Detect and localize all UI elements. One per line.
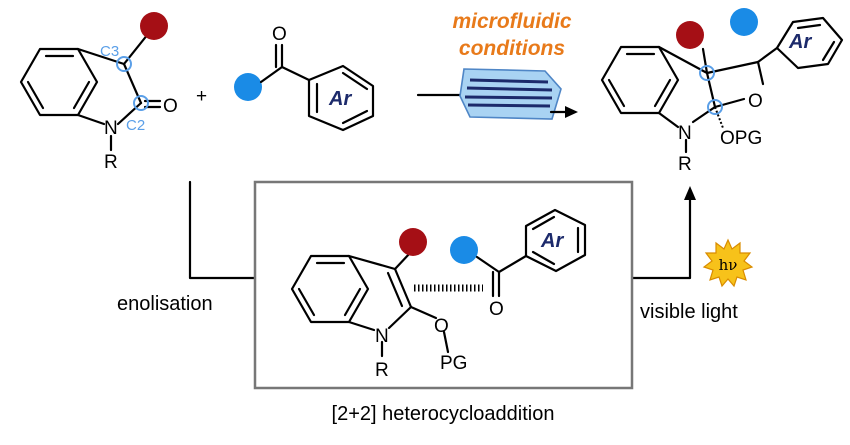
ketone-oxygen: O	[272, 24, 287, 45]
up-arrow-icon	[684, 186, 696, 200]
product-nitrogen: N	[678, 123, 692, 144]
plus-sign: +	[196, 86, 207, 107]
intermediate-aryl-label: Ar	[540, 230, 564, 252]
enol-oxygen: O	[434, 316, 449, 337]
product-opg: OPG	[720, 128, 762, 149]
intermediate-nitrogen: N	[375, 326, 389, 347]
product-blue-substituent	[730, 8, 758, 36]
sun-icon: hν	[702, 238, 754, 288]
visible-light-label: visible light	[640, 301, 738, 323]
visible-light-connector	[630, 198, 692, 280]
oxindole-reactant: C3 C2 O N R	[19, 12, 178, 173]
intermediate-box	[253, 180, 634, 390]
c2-marker	[133, 95, 149, 111]
oxetane-product: O N R OPG Ar	[600, 8, 844, 175]
intermediate-red-substituent	[399, 228, 427, 256]
microfluidic-conditions: microfluidic conditions	[416, 10, 578, 120]
enolisation-label: enolisation	[117, 293, 213, 315]
conditions-line2: conditions	[459, 37, 565, 60]
pg-label: PG	[440, 353, 467, 374]
product-aryl-label: Ar	[788, 31, 812, 53]
intermediate-blue-substituent	[450, 236, 478, 264]
hv-label: hν	[719, 256, 738, 274]
oxo-oxygen: O	[163, 96, 178, 117]
arrow-icon	[565, 106, 578, 118]
r-group: R	[104, 152, 118, 173]
red-substituent	[140, 12, 168, 40]
aryl-label: Ar	[328, 88, 352, 110]
c3-marker	[116, 56, 132, 72]
product-red-substituent	[676, 21, 704, 49]
enol-intermediate: O Ar O N R PG	[290, 208, 587, 381]
c2-label: C2	[126, 117, 145, 134]
conditions-line1: microfluidic	[452, 10, 571, 33]
box-caption: [2+2] heterocycloaddition	[332, 403, 555, 425]
product-c3-marker	[699, 65, 715, 81]
product-oxetane-oxygen: O	[748, 91, 763, 112]
product-c2-marker	[707, 99, 723, 115]
nitrogen-atom: N	[104, 118, 118, 139]
ketone-reactant: O Ar	[234, 24, 375, 132]
product-r-group: R	[678, 154, 692, 175]
microfluidic-chip-icon	[459, 68, 562, 120]
intermediate-r-group: R	[375, 360, 389, 381]
intermediate-ketone-oxygen: O	[489, 299, 504, 320]
enolisation-connector	[188, 180, 257, 280]
c3-label: C3	[100, 43, 119, 60]
blue-substituent	[234, 73, 262, 101]
